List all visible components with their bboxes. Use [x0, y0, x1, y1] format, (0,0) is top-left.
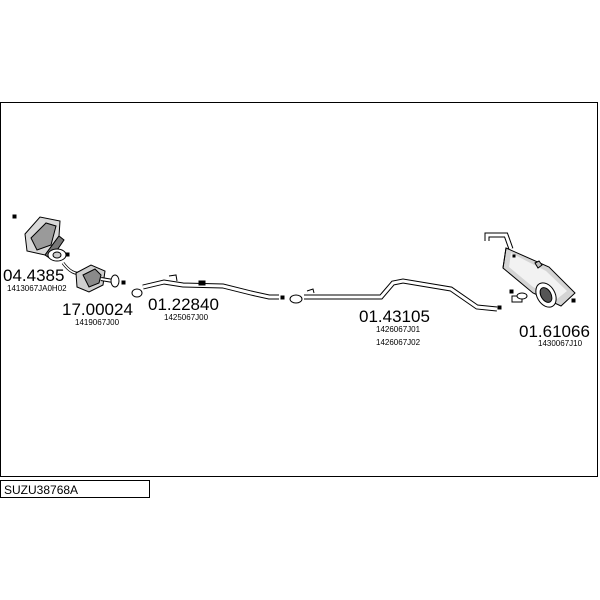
part-code-04-4385: 04.4385 — [3, 266, 65, 285]
part-ref-1430067J10: 1430067J10 — [538, 339, 583, 348]
front-pipe-drawing — [12, 214, 70, 262]
intermediate-pipe-drawing — [289, 278, 528, 312]
catalytic-converter-drawing — [61, 262, 126, 293]
part-code-01-61066: 01.61066 — [519, 322, 590, 341]
part-ref-1426067J02: 1426067J02 — [376, 338, 421, 347]
part-ref-1426067J01: 1426067J01 — [376, 325, 421, 334]
diagram-frame: 04.4385 1413067JA0H02 17.00024 1419067J0… — [0, 102, 598, 477]
part-code-01-43105: 01.43105 — [359, 307, 430, 326]
part-ref-1425067J00: 1425067J00 — [164, 313, 209, 322]
center-pipe-drawing — [131, 274, 285, 300]
exhaust-diagram — [12, 214, 576, 312]
part-ref-1419067J00: 1419067J00 — [75, 318, 120, 327]
part-ref-1413067JA0H02: 1413067JA0H02 — [7, 284, 67, 293]
diagram-code-box: SUZU38768A — [0, 480, 150, 498]
part-code-17-00024: 17.00024 — [62, 300, 133, 319]
diagram-code-text: SUZU38768A — [4, 483, 79, 497]
rear-muffler-drawing — [484, 232, 576, 308]
part-code-01-22840: 01.22840 — [148, 295, 219, 314]
